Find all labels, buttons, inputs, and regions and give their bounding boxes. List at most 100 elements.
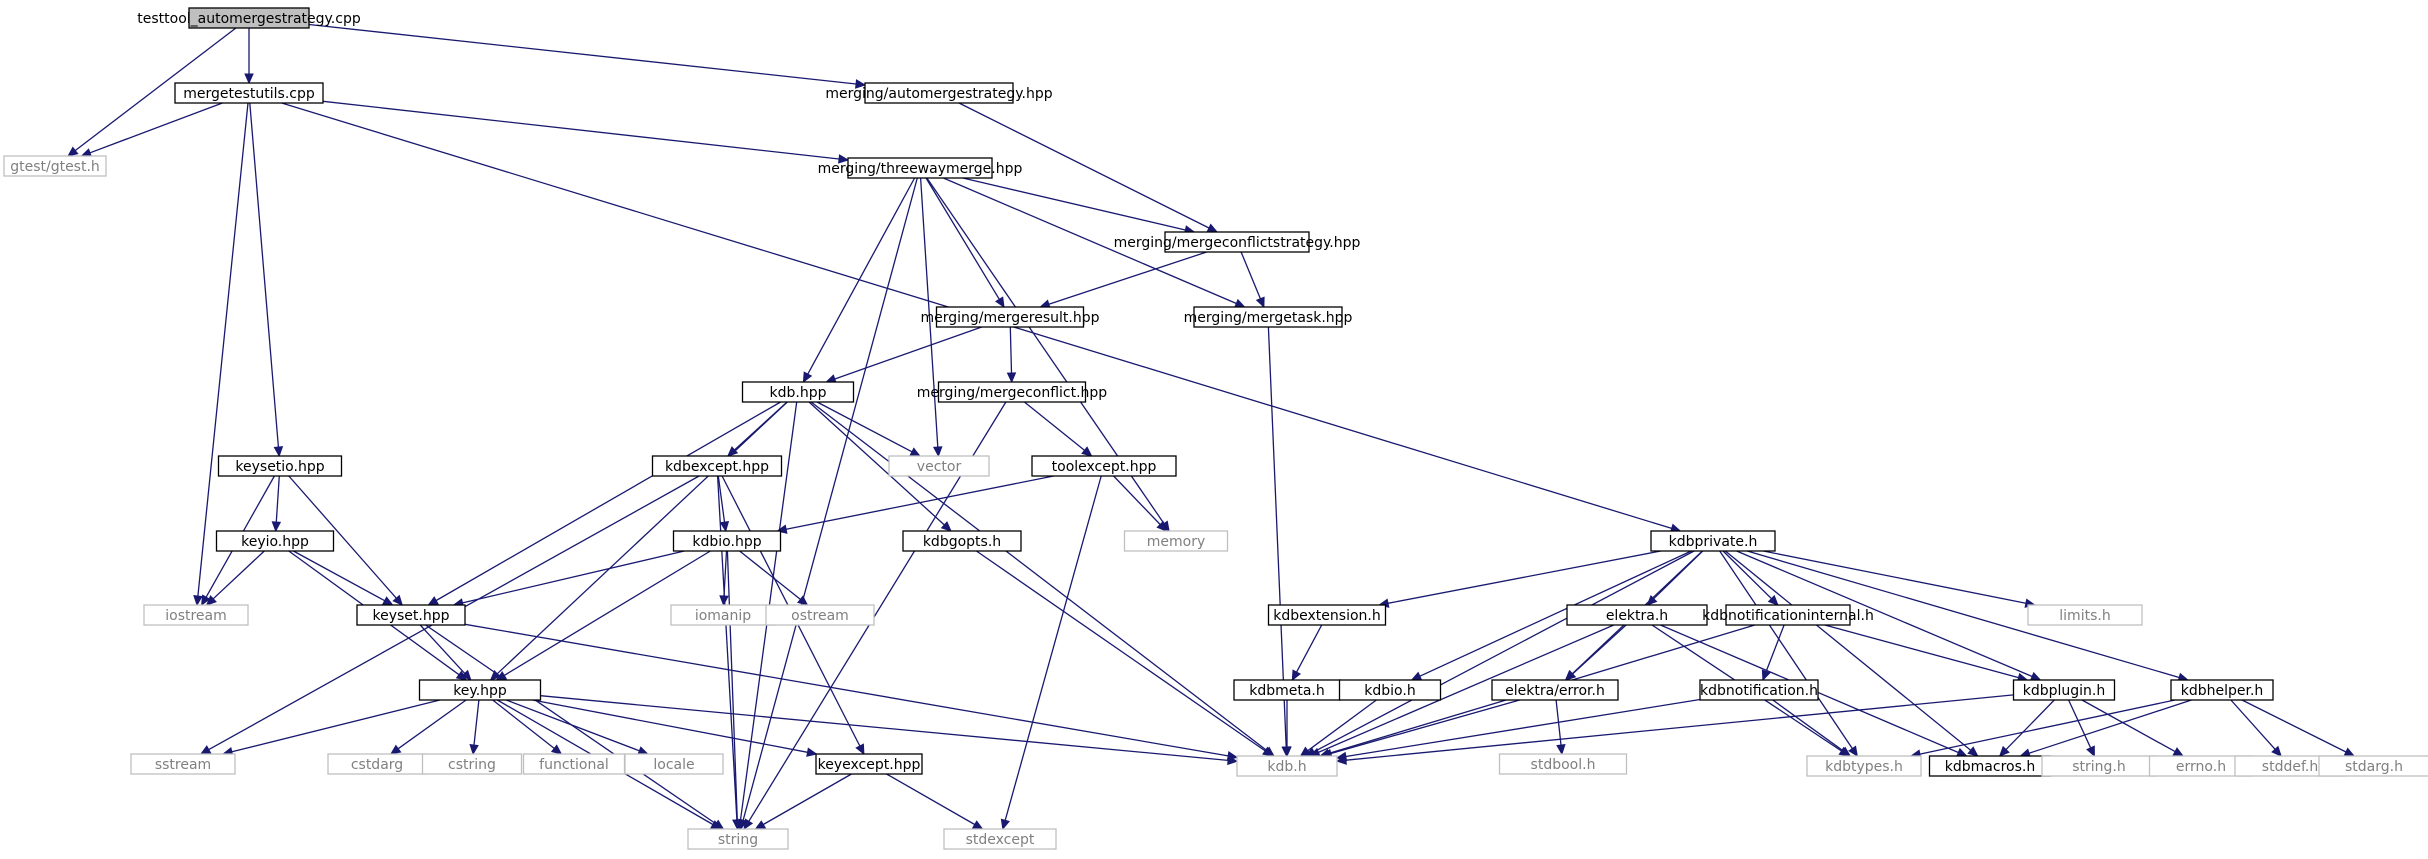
edge-keyexcept-to-stdexcept <box>886 773 984 830</box>
edge-arrowhead-icon <box>1839 746 1852 757</box>
node-box <box>937 381 1087 403</box>
node-kdbnotifinternal[interactable]: kdbnotificationinternal.h <box>1702 604 1874 626</box>
edge-kdbiohpp-to-iomanip <box>719 550 729 607</box>
node-mergeconflictstrategy[interactable]: merging/mergeconflictstrategy.hpp <box>1114 231 1361 253</box>
edge-kdbextension-to-kdbmeta <box>1291 624 1323 682</box>
node-mergetestutils[interactable]: mergetestutils.cpp <box>174 82 324 104</box>
edge-arrowhead-icon <box>1335 755 1347 765</box>
edge-line <box>1318 624 1615 753</box>
edge-line <box>288 475 397 599</box>
node-label: merging/mergetask.hpp <box>1184 310 1353 326</box>
edge-arrowhead-icon <box>1006 372 1017 384</box>
node-mergeconflict[interactable]: merging/mergeconflict.hpp <box>917 381 1108 403</box>
node-kdbnotification[interactable]: kdbnotification.h <box>1699 679 1819 701</box>
node-keysetio[interactable]: keysetio.hpp <box>217 455 343 477</box>
node-label: kdbexcept.hpp <box>665 459 769 475</box>
node-box <box>174 82 324 104</box>
node-label: toolexcept.hpp <box>1052 459 1157 475</box>
node-kdbextension[interactable]: kdbextension.h <box>1267 604 1387 626</box>
node-keyio[interactable]: keyio.hpp <box>215 530 335 552</box>
edge-line <box>1722 550 1772 600</box>
node-box <box>765 604 875 626</box>
node-mergeresult[interactable]: merging/mergeresult.hpp <box>921 306 1100 328</box>
node-root[interactable]: testtool_automergestrategy.cpp <box>137 7 361 29</box>
edge-elektraerror-to-stdbool <box>1555 699 1566 756</box>
node-kdbplugin[interactable]: kdbplugin.h <box>2012 679 2116 701</box>
edge-threewaymerge-to-mergeresult <box>925 177 1005 309</box>
node-kdbgopts[interactable]: kdbgopts.h <box>902 530 1022 552</box>
node-kdbhelper[interactable]: kdbhelper.h <box>2170 679 2274 701</box>
edge-line <box>1763 550 2027 604</box>
node-mergetask[interactable]: merging/mergetask.hpp <box>1184 306 1353 328</box>
node-box <box>215 530 335 552</box>
edge-mergeresult-to-kdbhpp <box>825 326 982 384</box>
edge-arrowhead-icon <box>1967 746 1979 757</box>
node-kdbexcept[interactable]: kdbexcept.hpp <box>651 455 783 477</box>
node-box <box>651 455 783 477</box>
node-kdbmacros[interactable]: kdbmacros.h <box>1928 755 2052 777</box>
node-elektrah[interactable]: elektra.h <box>1566 604 1708 626</box>
node-keyexcept[interactable]: keyexcept.hpp <box>815 753 923 775</box>
node-label: errno.h <box>2176 759 2226 775</box>
edge-arrowhead-icon <box>1299 746 1312 757</box>
node-label: stdexcept <box>966 832 1035 848</box>
edge-arrowhead-icon <box>719 595 729 607</box>
edge-line <box>1048 251 1207 305</box>
edge-line <box>1387 550 1661 604</box>
node-kdbmeta[interactable]: kdbmeta.h <box>1233 679 1341 701</box>
node-label: elektra/error.h <box>1505 683 1605 699</box>
edge-arrowhead-icon <box>193 595 203 607</box>
node-box <box>672 530 782 552</box>
node-label: iomanip <box>695 608 751 624</box>
node-box <box>1491 679 1619 701</box>
node-label: kdbmacros.h <box>1945 759 2035 775</box>
edge-line <box>419 624 466 674</box>
node-label: gtest/gtest.h <box>10 159 100 175</box>
edge-kdbprivate-to-kdbplugin <box>1736 550 2042 681</box>
node-label: string.h <box>2072 759 2126 775</box>
node-box <box>1699 679 1819 701</box>
node-automergestrategy[interactable]: merging/automergestrategy.hpp <box>825 82 1053 104</box>
node-box <box>1650 530 1776 552</box>
edge-arrowhead-icon <box>732 819 743 831</box>
node-kdbioh[interactable]: kdbio.h <box>1338 679 1442 701</box>
edge-arrowhead-icon <box>2172 747 2185 757</box>
edge-arrowhead-icon <box>743 818 754 831</box>
edge-kdbplugin-to-kdbmacros <box>1998 699 2055 757</box>
edge-line <box>1330 699 1520 755</box>
edge-line <box>2230 699 2276 750</box>
node-label: sstream <box>155 757 211 773</box>
edge-line <box>807 177 916 375</box>
node-kdbprivate[interactable]: kdbprivate.h <box>1650 530 1776 552</box>
node-box <box>1267 604 1387 626</box>
edge-kdbnotifinternal-to-kdbnotification <box>1761 624 1785 682</box>
node-stdexcept: stdexcept <box>943 828 1057 850</box>
node-box <box>130 753 236 775</box>
edge-kdbhpp-to-kdbgopts <box>808 401 952 532</box>
edge-arrowhead-icon <box>1255 296 1265 309</box>
node-label: iostream <box>165 608 227 624</box>
edge-arrowhead-icon <box>994 296 1005 309</box>
edge-arrowhead-icon <box>1282 746 1292 758</box>
edge-keyset-to-keyhpp <box>419 624 472 681</box>
edge-threewaymerge-to-vector <box>919 177 943 458</box>
node-kdbhpp[interactable]: kdb.hpp <box>741 381 855 403</box>
node-kdbiohpp[interactable]: kdbio.hpp <box>672 530 782 552</box>
node-keyhpp[interactable]: key.hpp <box>418 679 542 701</box>
node-toolexcept[interactable]: toolexcept.hpp <box>1031 455 1177 477</box>
node-box <box>624 753 724 775</box>
node-box <box>1725 604 1851 626</box>
edge-arrowhead-icon <box>244 73 254 85</box>
edge-line <box>785 475 1054 530</box>
edge-arrowhead-icon <box>838 154 850 164</box>
node-label: elektra.h <box>1606 608 1668 624</box>
node-label: merging/mergeconflict.hpp <box>917 385 1108 401</box>
node-threewaymerge[interactable]: merging/threewaymerge.hpp <box>818 157 1023 179</box>
edge-kdbplugin-to-kdbh <box>1335 694 2014 765</box>
node-elektraerror[interactable]: elektra/error.h <box>1491 679 1619 701</box>
node-label: kdbmeta.h <box>1249 683 1325 699</box>
edge-mergetestutils-to-keysetio <box>249 102 284 458</box>
edge-line <box>919 177 939 448</box>
node-keyset[interactable]: keyset.hpp <box>356 604 466 626</box>
edge-kdbioh-to-kdbh <box>1299 699 1377 757</box>
